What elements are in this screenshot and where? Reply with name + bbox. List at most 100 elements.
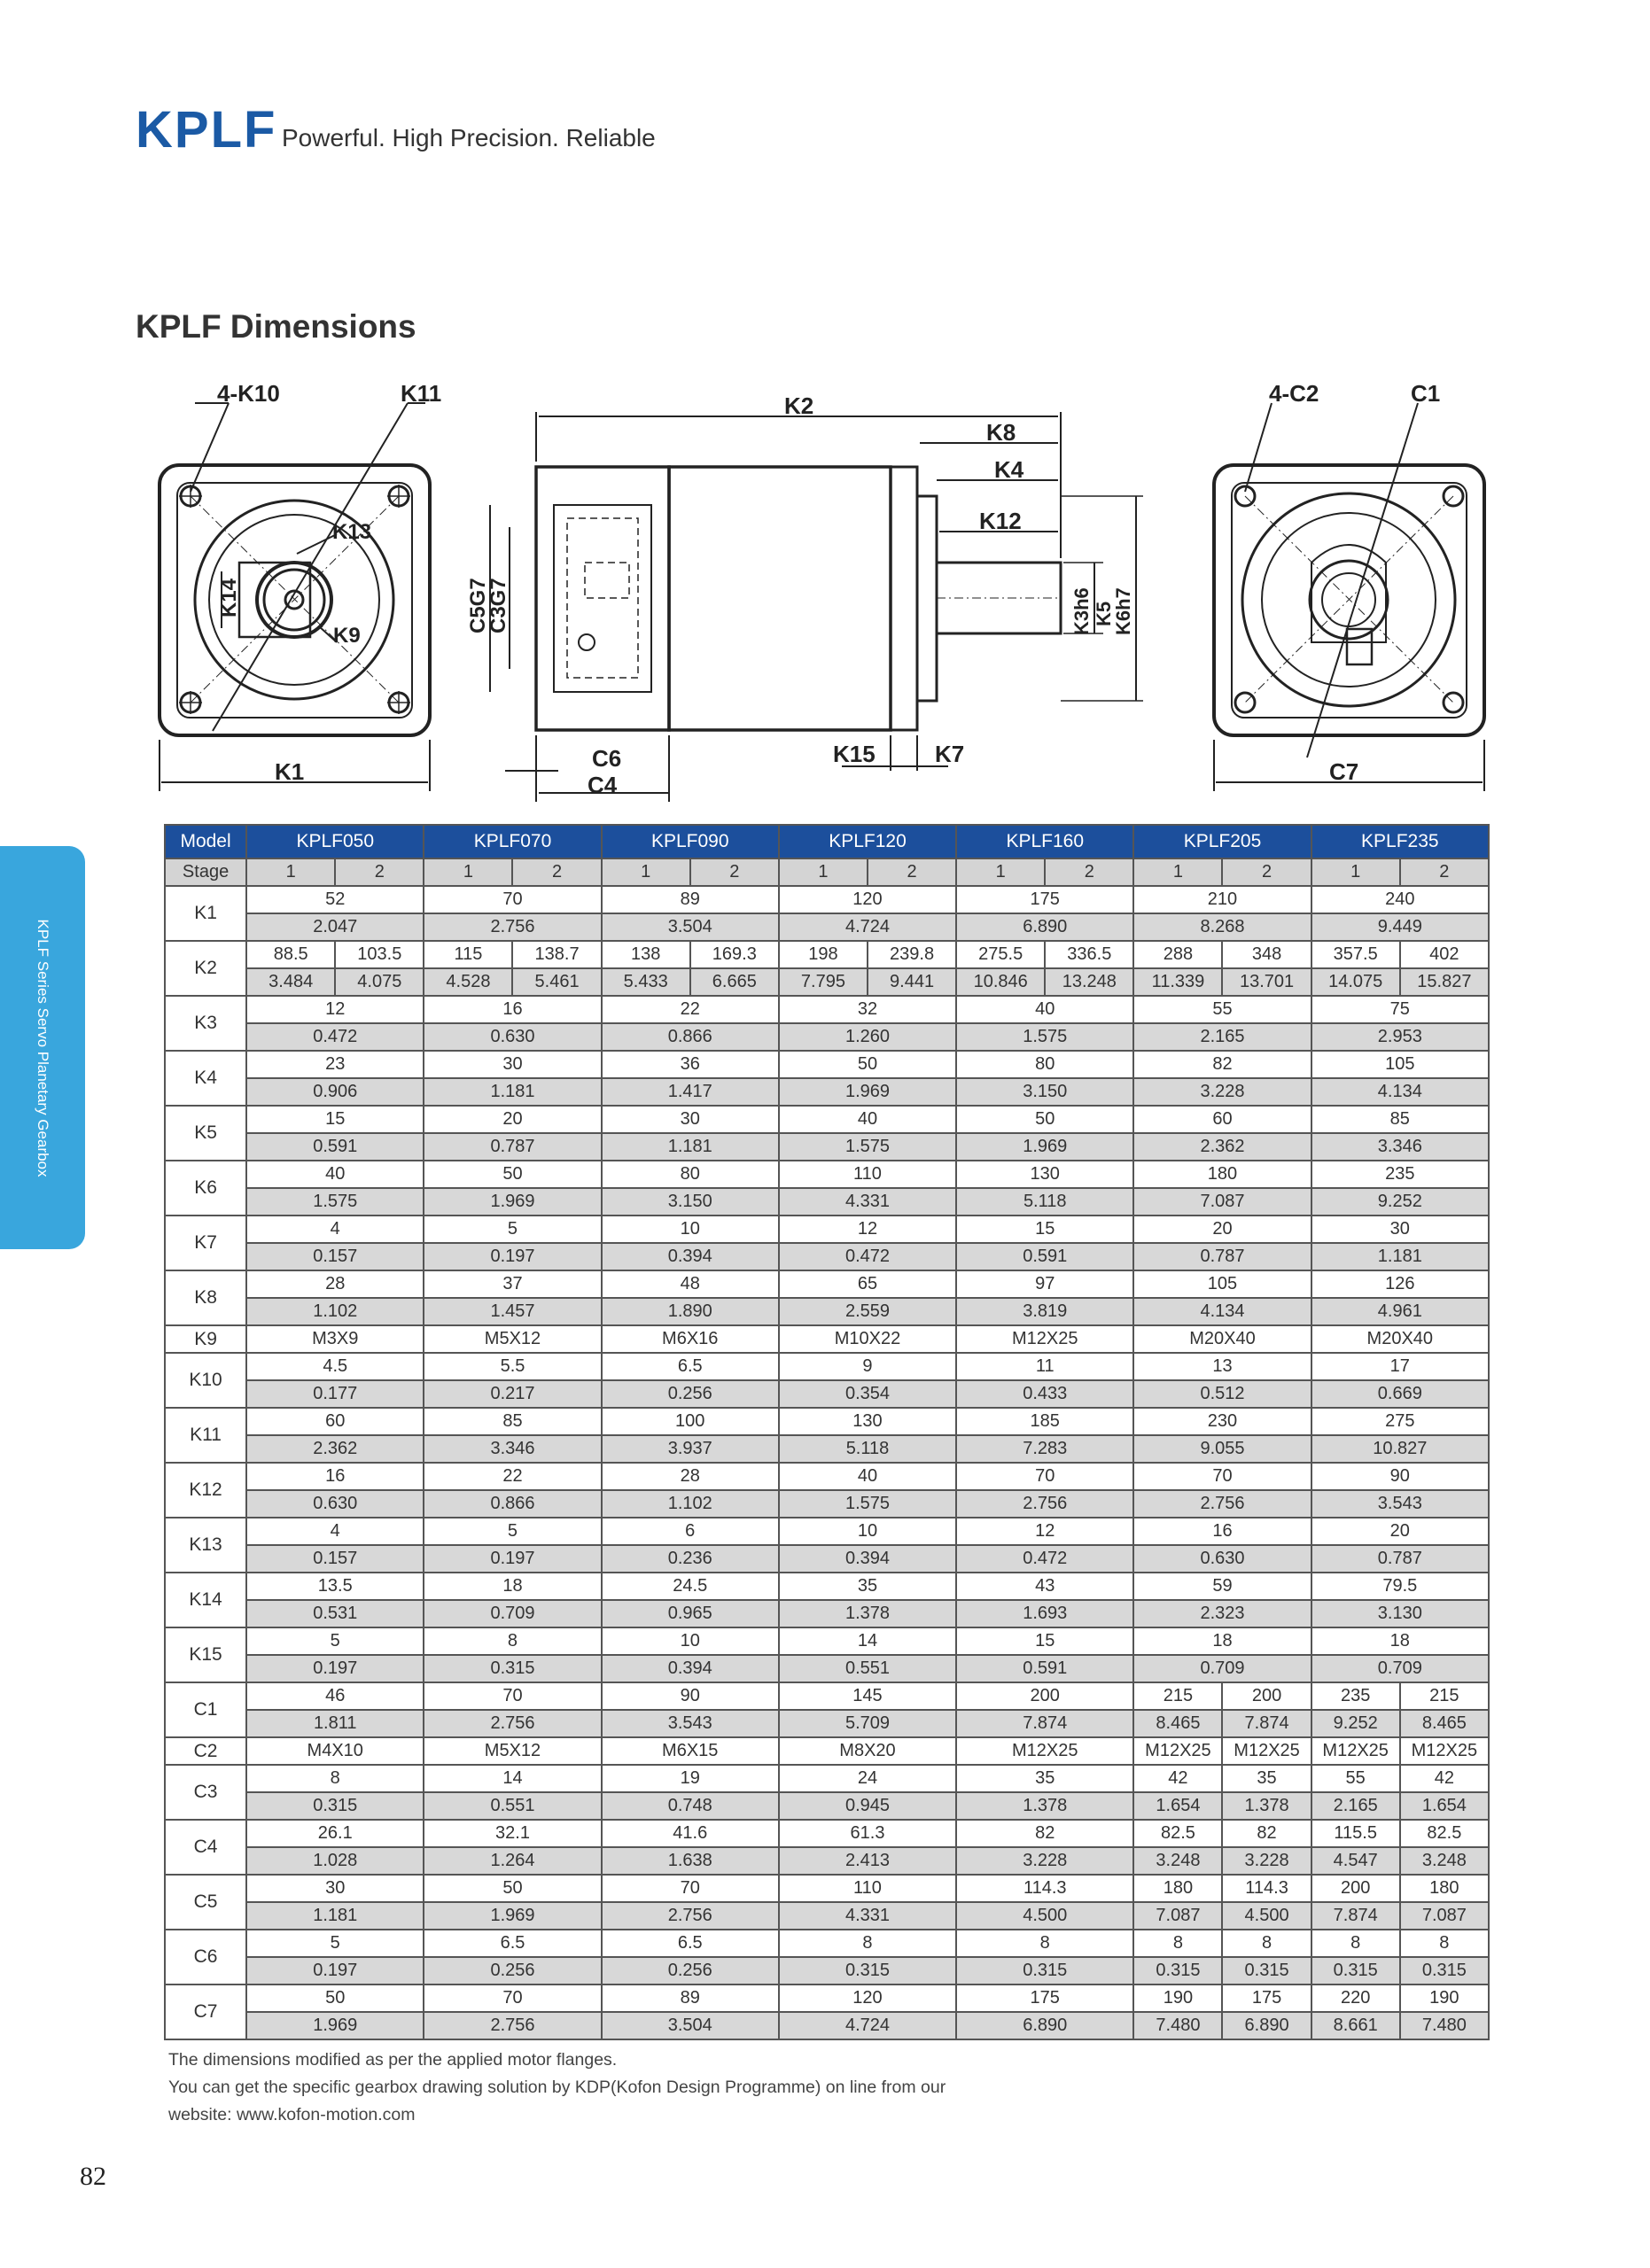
value-cell-mm: 200 [955, 1682, 1135, 1711]
value-cell-mm: 80 [600, 1160, 780, 1189]
value-cell-mm: 80 [955, 1050, 1135, 1079]
stage-cell: 2 [511, 858, 603, 887]
stage-cell: 2 [1044, 858, 1135, 887]
value-cell-inch: 3.130 [1310, 1599, 1490, 1628]
value-cell-mm: 6.5 [600, 1929, 780, 1958]
value-cell-mm: 97 [955, 1270, 1135, 1299]
value-cell-inch: 4.134 [1132, 1297, 1312, 1326]
value-cell-mm: 6 [600, 1517, 780, 1546]
value-cell-mm: 48 [600, 1270, 780, 1299]
value-cell-inch: 7.874 [1221, 1709, 1312, 1738]
stage-cell: 2 [334, 858, 425, 887]
value-cell-mm: 8 [1310, 1929, 1401, 1958]
footnote-2: You can get the specific gearbox drawing… [168, 2078, 946, 2097]
value-cell-inch: 1.969 [245, 2011, 425, 2040]
value-cell-mm: 336.5 [1044, 940, 1135, 969]
value-cell-inch: 3.150 [955, 1077, 1135, 1107]
side-tab: KPLF Series Servo Planetary Gearbox [0, 846, 85, 1249]
value-cell-inch: 4.547 [1310, 1846, 1401, 1876]
value-cell-mm: 46 [245, 1682, 425, 1711]
value-cell-inch: 3.228 [955, 1846, 1135, 1876]
value-cell-inch: 0.551 [777, 1654, 958, 1683]
label-c2: 4-C2 [1269, 380, 1319, 407]
value-cell-mm: 82 [1221, 1819, 1312, 1848]
row-label: K10 [163, 1352, 248, 1409]
label-k8: K8 [986, 419, 1016, 446]
value-cell-mm: 5 [245, 1627, 425, 1656]
value-cell-mm: 6.5 [423, 1929, 603, 1958]
value-cell-mm: 32 [777, 995, 958, 1024]
value-cell-inch: 10.846 [955, 967, 1047, 997]
value-cell-mm: 239.8 [866, 940, 958, 969]
value-cell-inch: 2.953 [1310, 1022, 1490, 1052]
value-cell-inch: 9.449 [1310, 913, 1490, 942]
value-cell-mm: 13.5 [245, 1572, 425, 1601]
value-cell-mm: 4 [245, 1215, 425, 1244]
value-cell-inch: 0.394 [600, 1242, 780, 1271]
value-cell-mm: 16 [1132, 1517, 1312, 1546]
value-cell-mm: 42 [1398, 1764, 1490, 1793]
value-cell-inch: 6.890 [1221, 2011, 1312, 2040]
value-cell-inch: 1.028 [245, 1846, 425, 1876]
value-cell-inch: 7.087 [1132, 1187, 1312, 1216]
label-k3h6: K3h6 [1070, 587, 1093, 635]
value-cell: M20X40 [1132, 1324, 1312, 1354]
value-cell-inch: 13.248 [1044, 967, 1135, 997]
value-cell: M12X25 [1132, 1736, 1224, 1766]
value-cell-inch: 0.217 [423, 1379, 603, 1409]
value-cell-mm: 230 [1132, 1407, 1312, 1436]
value-cell-inch: 1.260 [777, 1022, 958, 1052]
value-cell-inch: 5.118 [777, 1434, 958, 1464]
value-cell-inch: 0.315 [245, 1791, 425, 1821]
value-cell-inch: 2.756 [600, 1901, 780, 1930]
value-cell-inch: 9.441 [866, 967, 958, 997]
value-cell-inch: 8.465 [1398, 1709, 1490, 1738]
value-cell-mm: 60 [1132, 1105, 1312, 1134]
value-cell: M6X16 [600, 1324, 780, 1354]
row-label: K12 [163, 1462, 248, 1518]
value-cell-inch: 1.181 [423, 1077, 603, 1107]
value-cell-inch: 4.075 [334, 967, 425, 997]
value-cell-inch: 3.346 [1310, 1132, 1490, 1161]
value-cell-mm: 55 [1310, 1764, 1401, 1793]
label-k9: K9 [333, 624, 361, 648]
value-cell-inch: 2.323 [1132, 1599, 1312, 1628]
value-cell-mm: 220 [1310, 1984, 1401, 2013]
value-cell-mm: 138.7 [511, 940, 603, 969]
value-cell-inch: 1.575 [777, 1489, 958, 1518]
value-cell-mm: 70 [423, 885, 603, 914]
stage-cell: 1 [1132, 858, 1224, 887]
value-cell-mm: 35 [955, 1764, 1135, 1793]
stage-cell: 2 [689, 858, 780, 887]
value-cell-inch: 3.150 [600, 1187, 780, 1216]
value-cell-mm: 8 [1221, 1929, 1312, 1958]
value-cell-inch: 5.709 [777, 1709, 958, 1738]
value-cell-mm: 18 [1310, 1627, 1490, 1656]
value-cell-inch: 0.709 [1132, 1654, 1312, 1683]
value-cell-inch: 4.134 [1310, 1077, 1490, 1107]
value-cell-mm: 36 [600, 1050, 780, 1079]
side-tab-label: KPLF Series Servo Planetary Gearbox [35, 919, 51, 1177]
value-cell-mm: 16 [423, 995, 603, 1024]
value-cell-mm: 70 [423, 1682, 603, 1711]
value-cell-inch: 1.181 [1310, 1242, 1490, 1271]
value-cell-mm: 59 [1132, 1572, 1312, 1601]
value-cell-inch: 0.315 [423, 1654, 603, 1683]
value-cell-inch: 0.315 [777, 1956, 958, 1985]
value-cell-inch: 1.575 [245, 1187, 425, 1216]
value-cell-inch: 0.197 [423, 1544, 603, 1573]
value-cell-mm: 52 [245, 885, 425, 914]
value-cell-inch: 4.528 [423, 967, 514, 997]
value-cell-inch: 1.890 [600, 1297, 780, 1326]
value-cell-mm: 26.1 [245, 1819, 425, 1848]
value-cell-mm: 215 [1398, 1682, 1490, 1711]
